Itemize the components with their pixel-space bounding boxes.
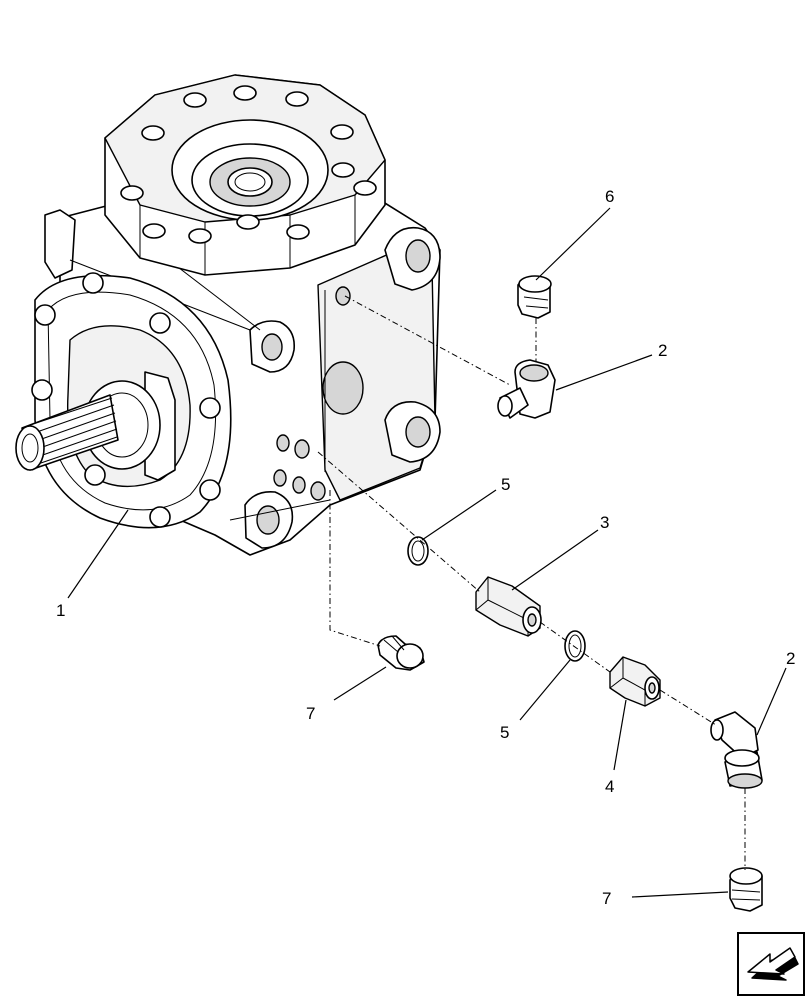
- callout-7-right: 7: [602, 889, 611, 908]
- o-ring-item-5-upper: [407, 536, 429, 566]
- elbow-fitting-item-2-lower: [710, 711, 763, 789]
- callout-5-lower: 5: [500, 723, 509, 742]
- back-arrow-button[interactable]: [737, 932, 805, 996]
- hex-adapter-item-3: [475, 576, 542, 637]
- callout-4: 4: [605, 777, 614, 796]
- callout-3: 3: [600, 513, 609, 532]
- callout-6: 6: [605, 187, 614, 206]
- callout-5-upper: 5: [501, 475, 510, 494]
- plug-item-6: [517, 275, 552, 319]
- plug-item-7-left: [377, 635, 425, 671]
- back-arrow-icon: [747, 947, 799, 981]
- o-ring-item-5-lower: [564, 630, 586, 662]
- front-cover-plate: [31, 272, 232, 529]
- elbow-fitting-item-2-upper: [497, 359, 556, 419]
- callout-7-left: 7: [306, 704, 315, 723]
- callout-labels: 1 2 2 3 4 5 5 6 7 7: [56, 187, 795, 908]
- splined-shaft: [15, 394, 119, 471]
- top-mounting-flange: [104, 74, 386, 276]
- callout-1: 1: [56, 601, 65, 620]
- callout-2-lower: 2: [786, 649, 795, 668]
- hex-nut-item-4: [609, 656, 661, 707]
- leader-lines: [67, 207, 787, 898]
- assembly-centerlines: [317, 295, 746, 870]
- plug-item-7-right: [729, 867, 763, 912]
- cover-bolt-group: [31, 272, 221, 528]
- callout-2-upper: 2: [658, 341, 667, 360]
